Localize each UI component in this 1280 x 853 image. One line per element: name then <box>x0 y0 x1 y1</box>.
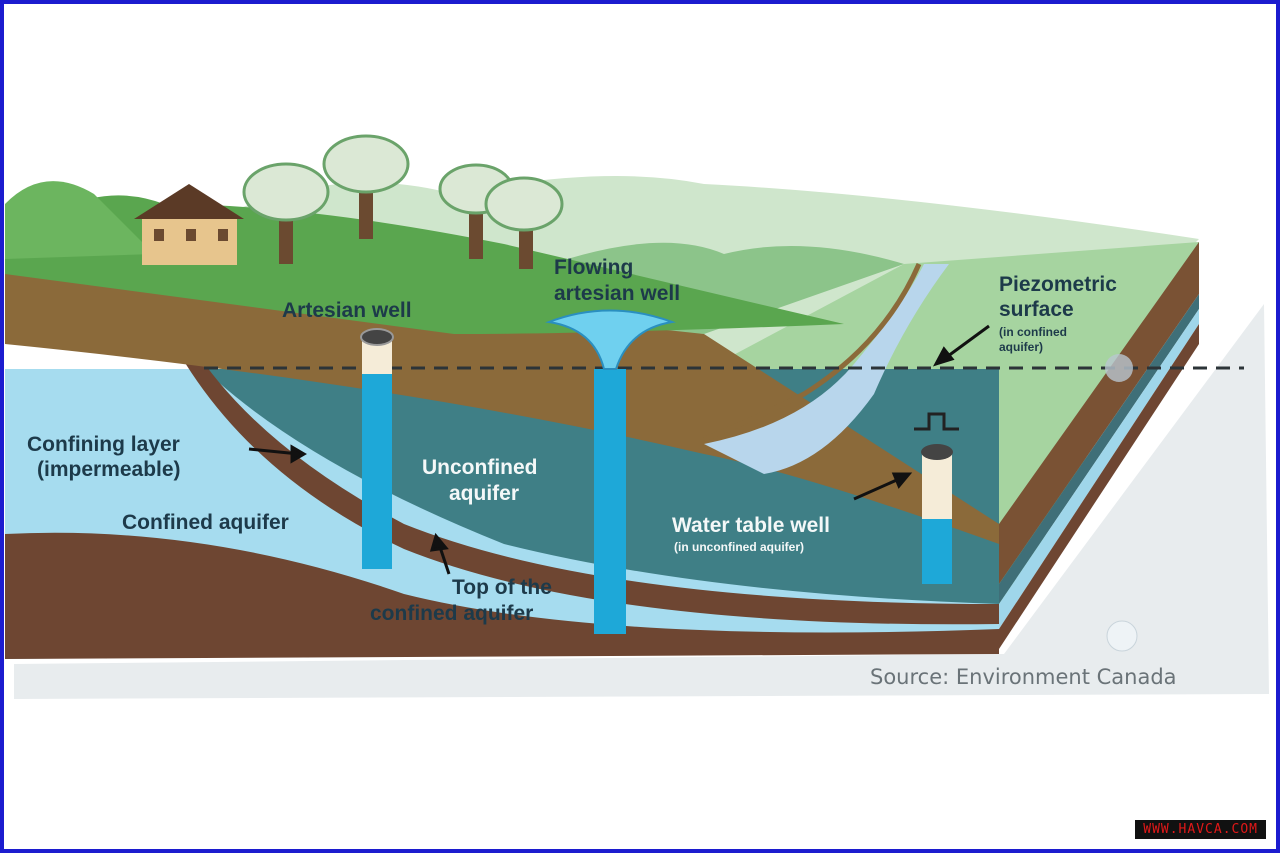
source-credit: Source: Environment Canada <box>870 665 1177 689</box>
label-confining-1: Confining layer <box>27 433 180 456</box>
arrows <box>248 324 990 575</box>
watermark: WWW.HAVCA.COM <box>1135 820 1266 839</box>
side-face-brown-top <box>999 242 1199 584</box>
side-face-brown-bottom <box>999 324 1199 649</box>
water-table-well-icon <box>914 412 959 584</box>
label-flowing-2: artesian well <box>554 282 680 305</box>
label-confining-2: (impermeable) <box>37 458 181 481</box>
river <box>704 264 949 474</box>
label-piezo-2: surface <box>999 298 1074 321</box>
artesian-well-icon <box>360 328 394 569</box>
label-artesian-well: Artesian well <box>282 299 412 322</box>
label-confined-aquifer: Confined aquifer <box>122 511 289 534</box>
label-water-table-2: (in unconfined aquifer) <box>674 540 804 554</box>
label-water-table-1: Water table well <box>672 514 830 537</box>
house-icon <box>134 184 244 265</box>
gloss-sphere-icon <box>1106 620 1138 652</box>
side-face-teal <box>999 294 1199 604</box>
label-flowing-1: Flowing <box>554 256 633 279</box>
label-piezo-4: aquifer) <box>999 340 1043 354</box>
river-bank <box>703 262 922 442</box>
label-unconfined-1: Unconfined <box>422 456 538 479</box>
flowing-artesian-well-icon <box>545 309 676 634</box>
trees-icon <box>242 134 564 269</box>
aquifer-diagram: Artesian well Flowing artesian well Piez… <box>5 134 1269 699</box>
label-top-1: Top of the <box>452 576 552 599</box>
label-piezo-3: (in confined <box>999 325 1067 339</box>
block-shadow <box>14 304 1269 699</box>
left-hill <box>5 181 154 259</box>
label-top-2: confined aquifer <box>370 602 533 625</box>
label-unconfined-2: aquifer <box>449 482 519 505</box>
topsoil-layer <box>5 259 999 544</box>
side-face-water <box>999 309 1199 629</box>
label-piezo-1: Piezometric <box>999 273 1117 296</box>
gloss-sphere-icon <box>1105 354 1133 382</box>
bedrock-layer <box>5 532 999 659</box>
